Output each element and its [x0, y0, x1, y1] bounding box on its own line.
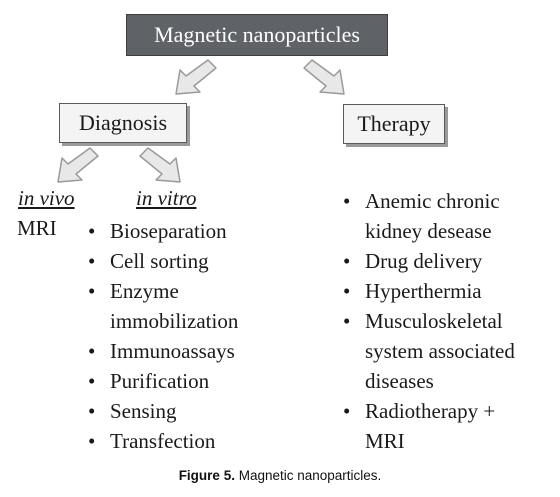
- arrow-to-diagnosis: [175, 59, 217, 95]
- in-vitro-list: Bioseparation Cell sorting Enzyme immobi…: [88, 216, 238, 456]
- in-vitro-item: Purification: [88, 366, 238, 396]
- therapy-node: Therapy: [343, 104, 445, 144]
- in-vivo-item: MRI: [17, 216, 57, 240]
- arrow-to-in-vitro: [139, 147, 181, 183]
- arrow-to-therapy: [303, 59, 345, 95]
- in-vivo-heading: in vivo: [18, 186, 75, 210]
- in-vitro-item-line: Enzyme: [110, 279, 179, 303]
- root-node: Magnetic nanoparticles: [126, 14, 388, 56]
- therapy-item: Radiotherapy + MRI: [343, 396, 515, 456]
- therapy-item-line: Radiotherapy +: [365, 399, 496, 423]
- in-vitro-item-line: immobilization: [110, 309, 239, 333]
- in-vitro-item: Immunoassays: [88, 336, 238, 366]
- in-vitro-item: Bioseparation: [88, 216, 238, 246]
- in-vitro-item: Transfection: [88, 426, 238, 456]
- caption-label: Figure 5.: [178, 468, 235, 483]
- in-vitro-heading: in vitro: [136, 186, 197, 210]
- arrow-to-in-vivo: [57, 147, 99, 183]
- therapy-item-line: system associated: [365, 339, 515, 363]
- figure-caption: Figure 5. Magnetic nanoparticles.: [0, 468, 560, 483]
- in-vitro-item: Enzyme immobilization: [88, 276, 238, 336]
- therapy-item: Anemic chronic kidney desease: [343, 186, 515, 246]
- diagnosis-node: Diagnosis: [59, 103, 187, 143]
- therapy-item-line: MRI: [365, 429, 405, 453]
- in-vitro-item: Sensing: [88, 396, 238, 426]
- therapy-list: Anemic chronic kidney desease Drug deliv…: [343, 186, 515, 456]
- therapy-item: Drug delivery: [343, 246, 515, 276]
- therapy-item-line: kidney desease: [365, 219, 492, 243]
- therapy-item: Hyperthermia: [343, 276, 515, 306]
- in-vitro-item: Cell sorting: [88, 246, 238, 276]
- caption-text: Magnetic nanoparticles.: [238, 468, 382, 483]
- therapy-item: Musculoskeletal system associated diseas…: [343, 306, 515, 396]
- therapy-item-line: Musculoskeletal: [365, 309, 503, 333]
- therapy-item-line: diseases: [365, 369, 434, 393]
- therapy-item-line: Anemic chronic: [365, 189, 500, 213]
